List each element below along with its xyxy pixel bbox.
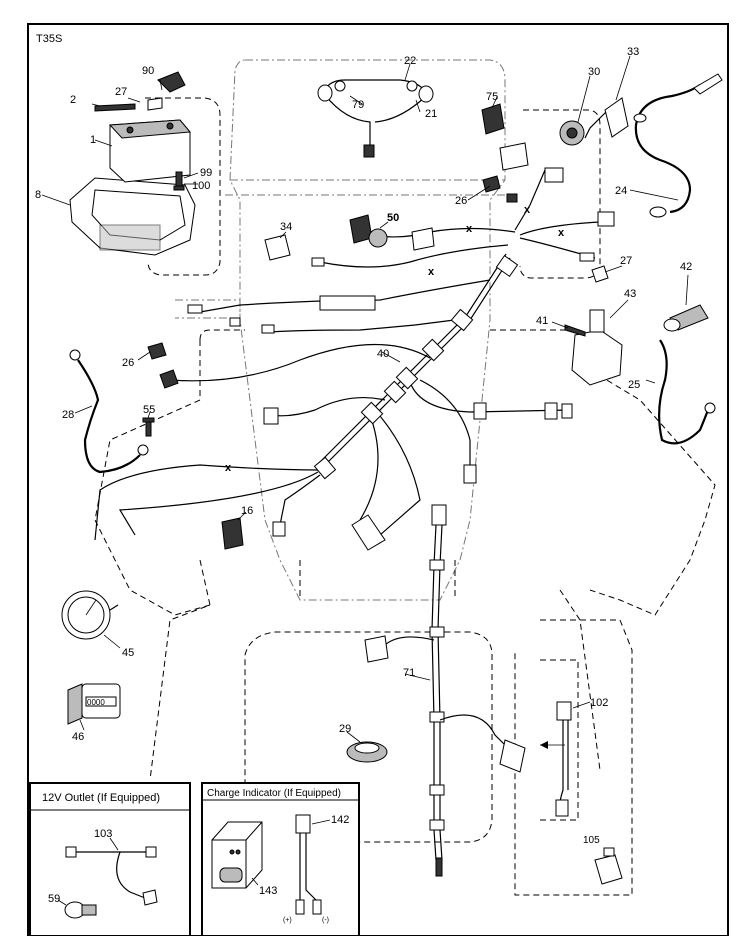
callout-55: 55 — [143, 404, 155, 416]
solenoid-group — [564, 265, 709, 386]
outlet-box: 12V Outlet (If Equipped) — [29, 782, 191, 936]
switch-102 — [540, 701, 572, 817]
callout-41: 41 — [536, 315, 548, 327]
callout-33: 33 — [627, 46, 639, 58]
callout-45: 45 — [122, 647, 134, 659]
main-harness: x x x x x — [94, 167, 615, 551]
callout-27a: 27 — [115, 86, 127, 98]
callout-26b: 26 — [122, 357, 134, 369]
callout-43: 43 — [624, 288, 636, 300]
callout-1: 1 — [90, 134, 96, 146]
callout-27b: 27 — [620, 255, 632, 267]
callout-22: 22 — [404, 55, 416, 67]
charge-box-title: Charge Indicator (If Equipped) — [207, 788, 341, 799]
callout-25: 25 — [628, 379, 640, 391]
harness-71 — [364, 504, 526, 877]
diagram-frame — [27, 23, 729, 936]
battery-cable-24 — [633, 73, 723, 218]
gauge-45 — [61, 590, 119, 640]
callout-40: 40 — [377, 348, 389, 360]
callout-2: 2 — [70, 94, 76, 106]
callout-34: 34 — [280, 221, 292, 233]
callout-142: 142 — [331, 814, 349, 826]
callout-16: 16 — [241, 505, 253, 517]
callout-103: 103 — [94, 828, 112, 840]
callout-105: 105 — [583, 835, 600, 846]
callout-labels: 90 2 27 1 99 100 8 22 79 21 75 30 33 26 … — [35, 46, 692, 905]
hour-meter-digits: 0000 — [87, 698, 105, 707]
callout-99: 99 — [200, 167, 212, 179]
callout-26a: 26 — [455, 195, 467, 207]
callout-59: 59 — [48, 893, 60, 905]
negative-terminal-mark: (-) — [322, 917, 329, 924]
diagram-title: T35S — [36, 33, 62, 45]
callout-42: 42 — [680, 261, 692, 273]
battery-group — [69, 71, 196, 256]
top-right-components — [481, 97, 629, 171]
positive-terminal-mark: (+) — [283, 917, 292, 924]
callout-79: 79 — [352, 99, 364, 111]
callout-8: 8 — [35, 189, 41, 201]
svg-text:x: x — [524, 204, 531, 216]
svg-text:x: x — [558, 227, 565, 239]
callout-143: 143 — [259, 885, 277, 897]
callout-100: 100 — [192, 180, 210, 192]
callout-21: 21 — [425, 108, 437, 120]
svg-text:x: x — [225, 462, 232, 474]
tractor-outline — [175, 59, 515, 601]
callout-46: 46 — [72, 731, 84, 743]
charge-indicator-box: Charge Indicator (If Equipped) (+) (-) — [201, 782, 360, 936]
connector-16 — [221, 517, 244, 550]
hour-meter-46: 0000 — [67, 683, 121, 725]
callout-90: 90 — [142, 65, 154, 77]
callout-71: 71 — [403, 667, 415, 679]
svg-text:x: x — [428, 266, 435, 278]
callout-24: 24 — [615, 185, 627, 197]
outlet-box-title: 12V Outlet (If Equipped) — [42, 792, 160, 804]
callout-75: 75 — [486, 91, 498, 103]
horn-29 — [346, 741, 388, 763]
battery-cable-25 — [658, 339, 716, 445]
callout-102: 102 — [590, 697, 608, 709]
headlight-harness — [317, 79, 434, 158]
svg-text:x: x — [466, 223, 473, 235]
ground-cable-28 — [69, 349, 149, 474]
relay-105 — [594, 847, 623, 885]
callout-29: 29 — [339, 723, 351, 735]
screw-55 — [142, 417, 155, 437]
callout-30: 30 — [588, 66, 600, 78]
callout-50: 50 — [387, 212, 399, 224]
callout-28: 28 — [62, 409, 74, 421]
